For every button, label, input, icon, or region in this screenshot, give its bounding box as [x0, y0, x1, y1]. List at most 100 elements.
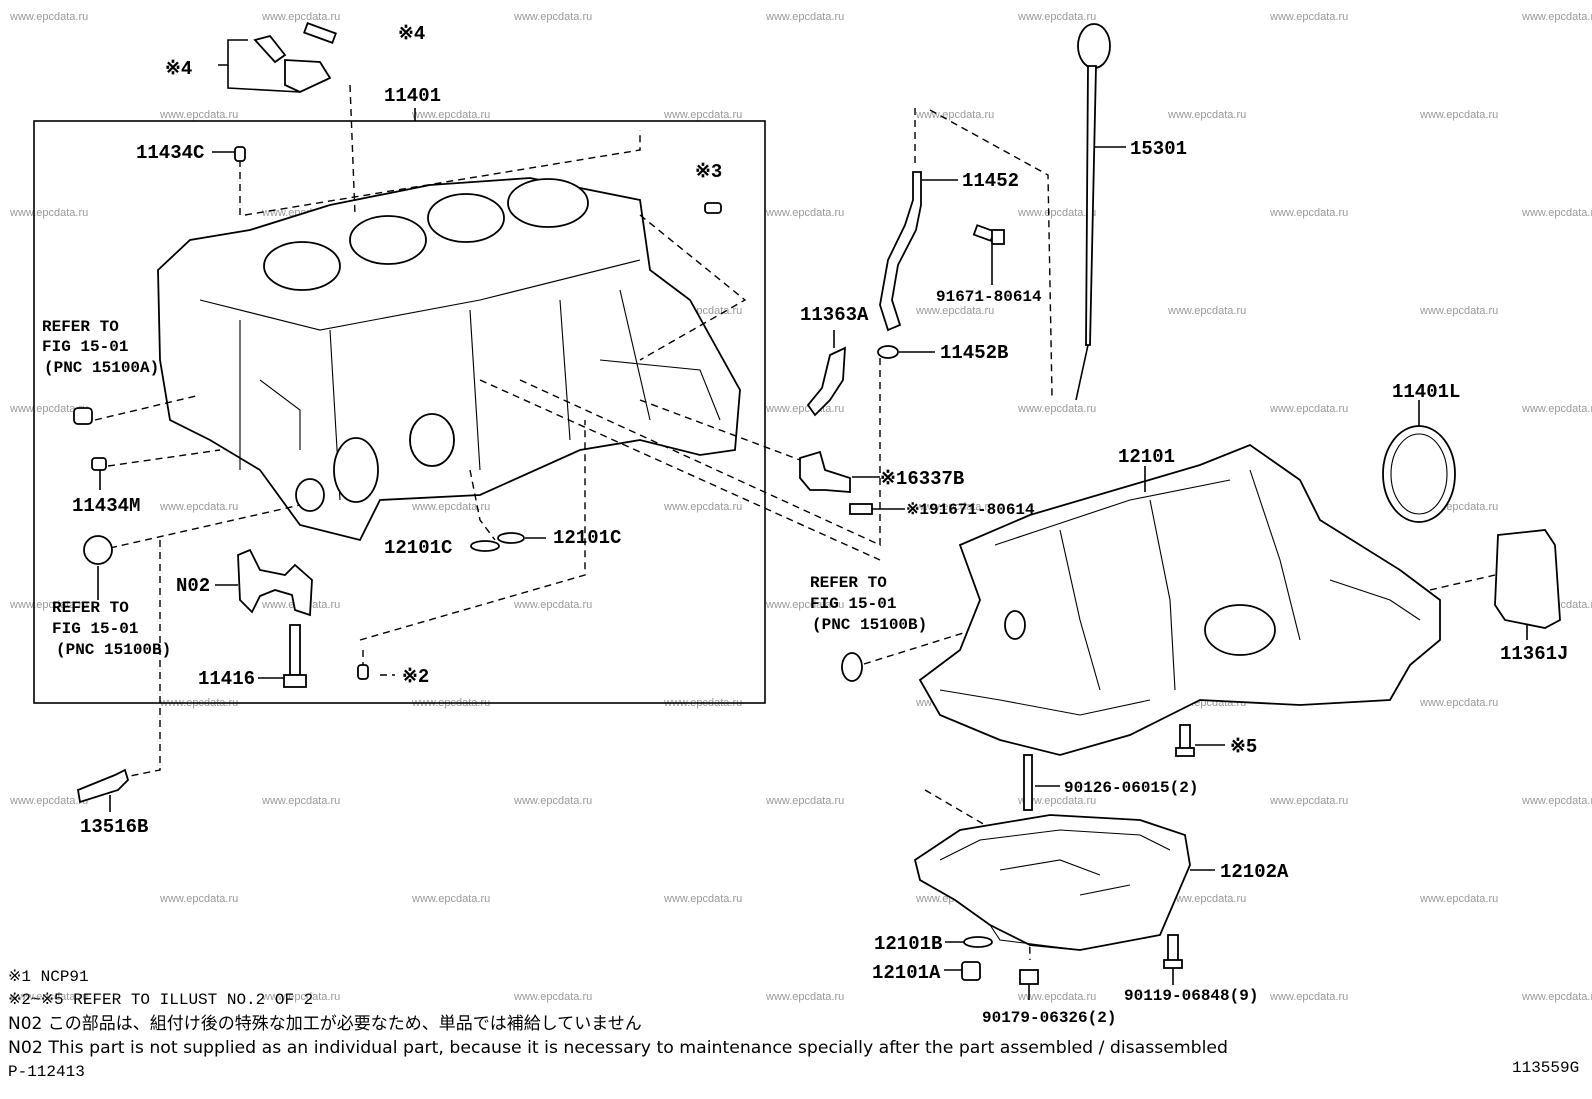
watermark-text: www.epcdata.ru [765, 991, 844, 1003]
label-star5: ※5 [1230, 736, 1257, 758]
watermark-text: www.epcdata.ru [1521, 795, 1592, 807]
watermark-text: www.epcdata.ru [1017, 11, 1096, 23]
oil-level-gauge-guide[interactable] [879, 171, 922, 332]
label-12101C-b: 12101C [553, 527, 621, 549]
label-11452: 11452 [962, 170, 1019, 192]
watermark-text: www.epcdata.ru [1167, 305, 1246, 317]
watermark-text: www.epcdata.ru [411, 501, 490, 513]
watermark-text: www.epcdata.ru [513, 795, 592, 807]
label-90119-06848: 90119-06848(9) [1124, 987, 1258, 1005]
watermark-text: www.epcdata.ru [765, 795, 844, 807]
o-ring-11452B[interactable] [877, 345, 899, 359]
label-11363A: 11363A [800, 304, 869, 326]
label-12101B: 12101B [874, 933, 942, 955]
oil-pan-12102A[interactable] [913, 814, 1191, 951]
cylinder-block-group-frame [33, 120, 766, 704]
pin-star3[interactable] [704, 202, 722, 214]
bearing-cap-N02[interactable] [237, 548, 313, 617]
label-star4a: ※4 [398, 23, 425, 45]
drain-plug-12101A[interactable] [961, 961, 981, 981]
part-16337B[interactable] [799, 450, 851, 493]
watermark-text: www.epcdata.ru [159, 109, 238, 121]
plug-star2[interactable] [357, 664, 369, 680]
watermark-text: www.epcdata.ru [663, 893, 742, 905]
watermark-text: www.epcdata.ru [765, 599, 844, 611]
watermark-text: www.epcdata.ru [1269, 207, 1348, 219]
label-star3: ※3 [695, 161, 722, 183]
watermark-text: www.epcdata.ru [1419, 893, 1498, 905]
watermark-text: www.epcdata.ru [9, 991, 88, 1003]
ref-a-line3: (PNC 15100A) [44, 359, 159, 377]
watermark-text: www.epcdata.ru [663, 501, 742, 513]
watermark-text: www.epcdata.ru [1419, 109, 1498, 121]
pin-11434C[interactable] [234, 146, 246, 162]
watermark-text: www.epcdata.ru [765, 207, 844, 219]
watermark-text: www.epcdata.ru [1521, 207, 1592, 219]
pin-11434M[interactable] [91, 457, 107, 471]
watermark-text: www.epcdata.ru [1521, 11, 1592, 23]
label-11401: 11401 [384, 85, 441, 107]
label-11452B: 11452B [940, 342, 1008, 364]
note-refer-illust: ※2~※5 REFER TO ILLUST NO.2 OF 2 [8, 991, 313, 1009]
watermark-text: www.epcdata.ru [1269, 11, 1348, 23]
bolt-star5[interactable] [1175, 724, 1195, 757]
label-11434C: 11434C [136, 142, 204, 164]
label-star4b: ※4 [165, 58, 192, 80]
watermark-text: www.epcdata.ru [9, 207, 88, 219]
watermark-text: www.epcdata.ru [1419, 305, 1498, 317]
bolt-11416[interactable] [283, 624, 307, 688]
watermark-text: www.epcdata.ru [261, 991, 340, 1003]
watermark-text: www.epcdata.ru [1017, 207, 1096, 219]
o-ring-12101C-a[interactable] [470, 540, 500, 552]
label-11401L: 11401L [1392, 381, 1460, 403]
watermark-text: www.epcdata.ru [9, 795, 88, 807]
label-12101C-a: 12101C [384, 537, 452, 559]
note-p-number: P-112413 [8, 1063, 85, 1081]
gasket-12101B[interactable] [963, 936, 993, 948]
stud-90126[interactable] [1023, 754, 1033, 811]
bolt-91671-a[interactable] [972, 224, 1005, 245]
bolt-90119[interactable] [1163, 934, 1183, 969]
watermark-text: www.epcdata.ru [513, 599, 592, 611]
watermark-text: www.epcdata.ru [411, 109, 490, 121]
watermark-text: www.epcdata.ru [9, 11, 88, 23]
nut-90179[interactable] [1019, 969, 1039, 985]
label-12101: 12101 [1118, 446, 1175, 468]
o-ring-12101C-b[interactable] [497, 532, 525, 544]
watermark-text: www.epcdata.ru [1017, 795, 1096, 807]
watermark-text: www.epcdata.ru [915, 501, 994, 513]
o-ring-ref-c[interactable] [841, 652, 863, 682]
oil-pan-12101[interactable] [918, 443, 1441, 756]
plug-ref-a[interactable] [73, 407, 93, 425]
watermark-text: www.epcdata.ru [1521, 403, 1592, 415]
o-ring-ref-b[interactable] [83, 535, 113, 565]
ref-b-line3: (PNC 15100B) [56, 641, 171, 659]
note-n02-english: N02 This part is not supplied as an indi… [8, 1038, 1228, 1058]
watermark-layer: www.epcdata.ru www.epcdata.ru www.epcdata.… [9, 11, 1592, 1003]
bolt-91671-b[interactable] [849, 503, 873, 515]
note-n02-japanese: N02 この部品は、組付け後の特殊な加工が必要なため、単品では補給していません [8, 1014, 642, 1034]
ref-c-line3: (PNC 15100B) [812, 616, 927, 634]
watermark-text: www.epcdata.ru [1017, 991, 1096, 1003]
label-16337B: ※16337B [880, 468, 964, 490]
oil-seal-11401L[interactable] [1382, 425, 1456, 523]
label-12102A: 12102A [1220, 861, 1289, 883]
cylinder-block-drawing[interactable] [157, 177, 741, 542]
oil-level-gauge-15301[interactable] [1075, 23, 1111, 401]
watermark-text: www.epcdata.ru [915, 109, 994, 121]
part-11363A[interactable] [806, 346, 846, 417]
label-11416: 11416 [198, 668, 255, 690]
label-91671-80614-b: ※191671-80614 [906, 501, 1035, 519]
label-star2: ※2 [402, 666, 429, 688]
label-15301: 15301 [1130, 138, 1187, 160]
watermark-text: www.epcdata.ru [261, 795, 340, 807]
watermark-text: www.epcdata.ru [513, 11, 592, 23]
note-illustration-id: 113559G [1512, 1059, 1579, 1077]
cover-11361J[interactable] [1494, 529, 1561, 629]
ref-b-line1: REFER TO [52, 599, 129, 617]
note-ncp91: ※1 NCP91 [8, 968, 89, 986]
watermark-text: www.epcdata.ru [1167, 109, 1246, 121]
union-bolt-part[interactable] [253, 22, 337, 93]
label-13516B: 13516B [80, 816, 148, 838]
part-13516B[interactable] [76, 768, 130, 804]
